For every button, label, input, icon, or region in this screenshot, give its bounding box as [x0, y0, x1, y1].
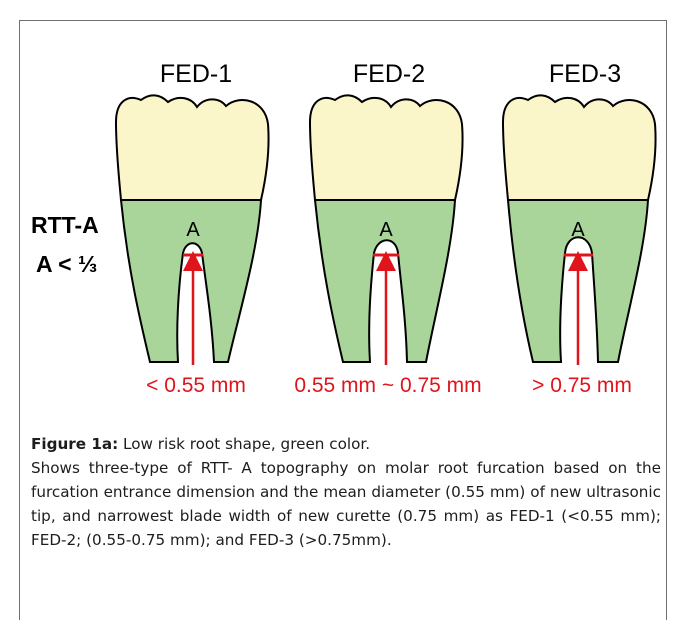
marker-a-fed-2: A	[379, 219, 393, 241]
furcation-diagram: FED-1 FED-2 FED-3 RTT-A A < ⅓ A < 0.55 m…	[0, 0, 683, 430]
row-label-rtt-a: RTT-A	[31, 212, 99, 238]
column-label-fed-2: FED-2	[353, 60, 425, 88]
marker-a-fed-1: A	[186, 219, 200, 241]
caption-title: Figure 1a:	[31, 435, 118, 453]
figure-caption: Figure 1a: Low risk root shape, green co…	[31, 432, 661, 552]
crown-fed-2	[310, 95, 463, 200]
caption-title-rest: Low risk root shape, green color.	[118, 435, 370, 453]
measure-fed-1: < 0.55 mm	[146, 374, 246, 397]
measure-fed-2: 0.55 mm ~ 0.75 mm	[294, 374, 481, 397]
column-label-fed-1: FED-1	[160, 60, 232, 88]
row-label-ratio: A < ⅓	[36, 251, 97, 277]
caption-heading: Figure 1a: Low risk root shape, green co…	[31, 432, 661, 456]
crown-fed-1	[116, 95, 269, 200]
measure-fed-3: > 0.75 mm	[532, 374, 632, 397]
caption-body: Shows three-type of RTT- A topography on…	[31, 456, 661, 552]
crown-fed-3	[503, 95, 656, 200]
marker-a-fed-3: A	[571, 219, 585, 241]
column-label-fed-3: FED-3	[549, 60, 621, 88]
